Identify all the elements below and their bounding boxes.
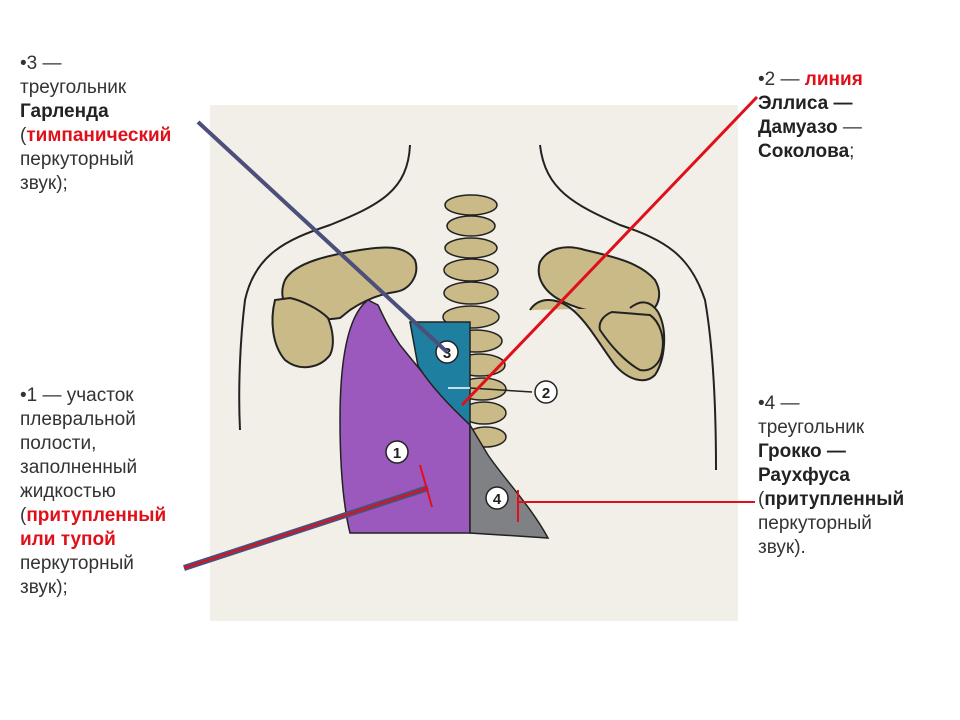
marker-1: 1 [385, 440, 409, 464]
label-4-line7: звук). [758, 537, 806, 558]
label-4-line5: (притупленный [758, 489, 905, 510]
label-1-line9: звук); [20, 577, 68, 598]
label-3-line1: •3 — [20, 53, 62, 74]
label-4-line6: перкуторный [758, 513, 872, 534]
right-shoulder-bones [529, 246, 666, 382]
label-2-line4: Соколова; [758, 141, 855, 162]
label-zone-3: •3 — треугольник Гарленда (тимпанический… [20, 52, 171, 196]
marker-2-leader [469, 387, 533, 393]
svg-text:1: 1 [393, 445, 401, 462]
svg-text:2: 2 [542, 385, 550, 402]
label-3-line4: (тимпанический [20, 125, 172, 146]
marker-2: 2 [534, 380, 558, 404]
pointer-3-line [196, 120, 449, 354]
zone-1-fluid [339, 299, 471, 534]
left-shoulder-bones [271, 246, 418, 369]
label-3-line5: перкуторный [20, 149, 134, 170]
label-1-line2: плевральной [20, 409, 136, 430]
label-3-line2: треугольник [20, 77, 127, 98]
label-1-line4: заполненный [20, 457, 138, 478]
label-3-line3: Гарленда [20, 101, 109, 122]
svg-text:3: 3 [443, 345, 451, 362]
pointer-1-line [183, 464, 433, 571]
label-2-line3: Дамуазо — [758, 117, 862, 138]
label-1-line3: полости, [20, 433, 97, 454]
label-1-line7: или тупой [20, 529, 116, 550]
label-zone-1: •1 — участок плевральной полости, заполн… [20, 384, 166, 600]
label-1-line6: (притупленный [20, 505, 167, 526]
label-2-line1: •2 — линия [758, 69, 863, 90]
body-outline [238, 144, 717, 471]
svg-text:4: 4 [493, 491, 502, 508]
label-4-line1: •4 — [758, 393, 800, 414]
zone-4-grocco [469, 422, 550, 539]
pointer-4-line [517, 490, 755, 522]
label-1-line5: жидкостью [20, 481, 116, 502]
pointer-2-line [460, 95, 759, 407]
label-1-line8: перкуторный [20, 553, 134, 574]
label-4-line2: треугольник [758, 417, 865, 438]
label-4-line4: Раухфуса [758, 465, 850, 486]
label-3-line6: звук); [20, 173, 68, 194]
label-4-line3: Грокко — [758, 441, 846, 462]
label-2-line2: Эллиса — [758, 93, 853, 114]
label-1-line1: •1 — участок [20, 385, 134, 406]
label-zone-2: •2 — линия Эллиса — Дамуазо — Соколова; [758, 68, 863, 164]
marker-4: 4 [485, 486, 509, 510]
label-zone-4: •4 — треугольник Грокко — Раухфуса (прит… [758, 392, 904, 560]
